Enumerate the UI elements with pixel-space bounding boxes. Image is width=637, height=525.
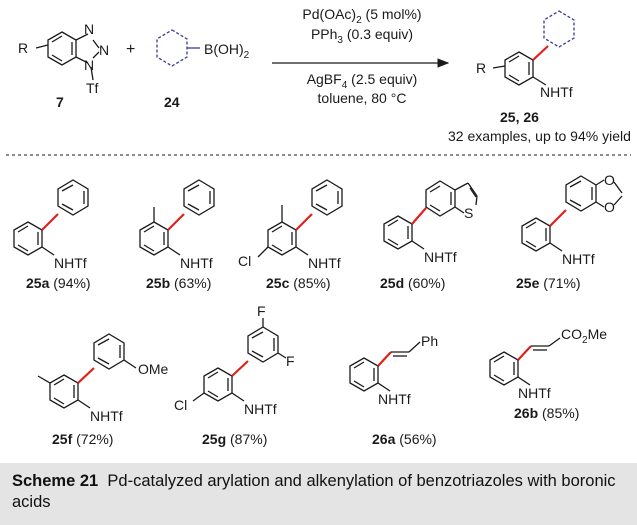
reagent-group: B(OH)2 — [204, 41, 250, 61]
group-26b: NHTf — [518, 385, 551, 401]
reaction-conditions: Pd(OAc)2 (5 mol%) PPh3 (0.3 equiv) AgBF4… — [302, 6, 421, 106]
structure-25c — [257, 179, 343, 258]
substrate-tf: Tf — [86, 80, 99, 96]
group-25d: NHTf — [424, 249, 457, 265]
label-25b: 25b (63%) — [146, 275, 211, 291]
f-bottom-25g: F — [286, 353, 295, 369]
structure-25b — [139, 179, 215, 256]
product-numbers: 25, 26 — [500, 109, 539, 125]
scheme-label: Scheme 21 — [12, 472, 99, 490]
plus-sign: + — [126, 41, 135, 58]
scheme-caption: Scheme 21 Pd-catalyzed arylation and alk… — [0, 463, 637, 525]
cl-25g: Cl — [174, 397, 187, 413]
condition-catalyst: Pd(OAc)2 (5 mol%) — [302, 6, 421, 26]
triazole-n-mid: N — [99, 42, 109, 58]
products-row-1 — [13, 175, 623, 258]
label-26b: 26b (85%) — [514, 405, 579, 421]
s-25d: S — [464, 205, 473, 221]
group-25e: NHTf — [562, 251, 595, 267]
group-25a: NHTf — [54, 255, 87, 271]
products-row-1-labels: NHTf 25a (94%) NHTf 25b (63%) Cl NHTf 25… — [26, 172, 615, 291]
reagent-number: 24 — [164, 94, 180, 110]
triazole-n-top: N — [84, 21, 94, 37]
reaction-labels: R N N N Tf 7 + B(OH)2 24 Pd(OAc)2 (5 mol… — [18, 6, 631, 144]
product-structure — [492, 10, 575, 86]
structure-25g — [192, 318, 287, 402]
substrate-number: 7 — [56, 94, 64, 110]
ph-26a: Ph — [421, 333, 438, 349]
condition-solvent: toluene, 80 °C — [318, 90, 407, 106]
products-row-2-labels: OMe NHTf 25f (72%) F F Cl NHTf 25g (87%)… — [52, 303, 607, 447]
product-summary: 32 examples, up to 94% yield — [448, 128, 631, 144]
scheme-artwork: R N N N Tf 7 + B(OH)2 24 Pd(OAc)2 (5 mol… — [6, 6, 631, 447]
condition-additive: AgBF4 (2.5 equiv) — [307, 71, 418, 91]
o-bottom-25e: O — [604, 199, 615, 215]
substrate-r-group: R — [18, 40, 28, 56]
label-25g: 25g (87%) — [202, 431, 267, 447]
group-25c: NHTf — [308, 255, 341, 271]
products-row-2 — [37, 318, 561, 409]
group-25f: NHTf — [90, 408, 123, 424]
substrate-structure — [35, 31, 100, 81]
f-top-25g: F — [257, 303, 266, 319]
group-25b: NHTf — [180, 255, 213, 271]
label-25c: 25c (85%) — [266, 275, 331, 291]
condition-ligand: PPh3 (0.3 equiv) — [311, 26, 413, 46]
o-top-25e: O — [604, 172, 615, 188]
label-25a: 25a (94%) — [26, 275, 91, 291]
structure-25e — [521, 175, 623, 252]
scheme-caption-text: Pd-catalyzed arylation and alkenylation … — [12, 472, 616, 511]
structure-26b — [489, 337, 561, 386]
structure-26a — [349, 341, 421, 392]
label-25d: 25d (60%) — [380, 275, 445, 291]
triazole-n-ring: N — [84, 57, 94, 73]
structure-25a — [13, 179, 89, 256]
reaction-scheme — [35, 10, 575, 86]
group-25g: NHTf — [244, 401, 277, 417]
group-26a: NHTf — [378, 391, 411, 407]
product-nhtf: NHTf — [540, 84, 573, 100]
product-r-group: R — [476, 60, 486, 76]
label-26a: 26a (56%) — [372, 431, 437, 447]
label-25f: 25f (72%) — [52, 431, 113, 447]
label-25e: 25e (71%) — [516, 275, 581, 291]
structure-25d — [383, 180, 478, 250]
reagent-structure — [156, 29, 200, 67]
ome-25f: OMe — [138, 361, 169, 377]
ester-26b: CO2Me — [561, 326, 607, 346]
cl-25c: Cl — [238, 253, 251, 269]
structure-25f — [37, 333, 137, 409]
